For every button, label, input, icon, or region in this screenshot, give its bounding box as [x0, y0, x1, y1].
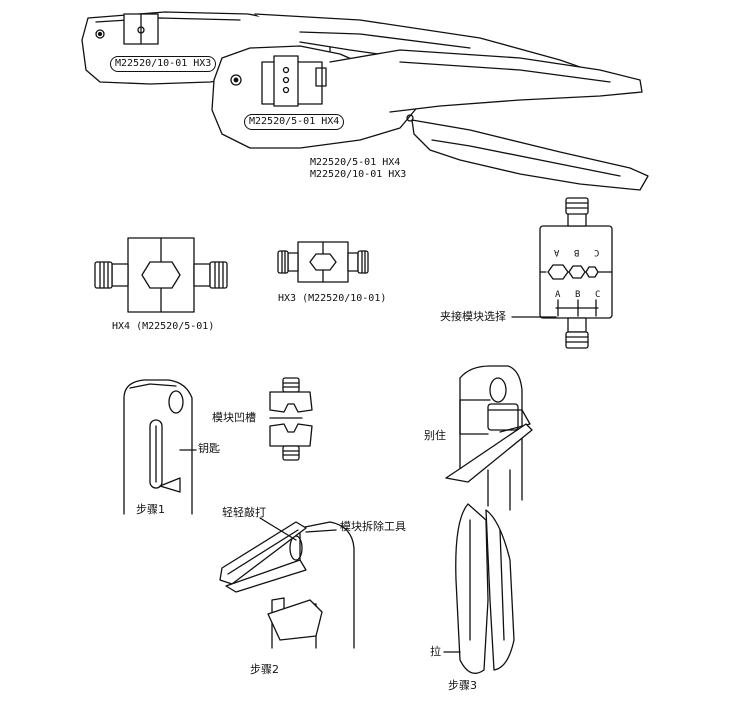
- step3-drawing: [443, 365, 533, 674]
- hx4-caption: HX4 (M22520/5-01): [112, 321, 215, 332]
- removal-tool-label: 模块拆除工具: [340, 520, 406, 533]
- tool-caption-line2: M22520/10-01 HX3: [310, 169, 407, 180]
- step2-caption: 步骤2: [250, 663, 279, 676]
- die-letter-top-c: C: [594, 247, 600, 257]
- hx3-caption: HX3 (M22520/10-01): [278, 293, 387, 304]
- step1-drawing: [123, 379, 197, 515]
- die-letter-bottom-c: C: [595, 290, 601, 300]
- die-select-label: 夹接模块选择: [440, 310, 506, 323]
- die-selector-drawing: [511, 197, 613, 349]
- back-tool-badge: M22520/10-01 HX3: [110, 56, 217, 72]
- die-letter-top-a: A: [554, 247, 560, 257]
- tool-caption-line1: M22520/5-01 HX4: [310, 157, 401, 168]
- hx3-die-drawing: [277, 241, 369, 283]
- step2-drawing: [219, 517, 355, 649]
- die-letter-bottom-a: A: [555, 290, 561, 300]
- die-groove-drawing: [269, 377, 313, 461]
- hx4-die-drawing: [94, 237, 228, 313]
- latch-label: 别住: [424, 429, 446, 442]
- die-letter-bottom-b: B: [575, 290, 581, 300]
- step1-caption: 步骤1: [136, 503, 165, 516]
- pull-label: 拉: [430, 645, 441, 658]
- die-groove-label: 模块凹槽: [212, 411, 256, 424]
- step3-caption: 步骤3: [448, 679, 477, 692]
- front-tool-badge: M22520/5-01 HX4: [244, 114, 345, 130]
- tap-label: 轻轻敲打: [222, 506, 266, 519]
- step1-key-label: 钥匙: [198, 442, 220, 455]
- die-letter-top-b: B: [574, 247, 580, 257]
